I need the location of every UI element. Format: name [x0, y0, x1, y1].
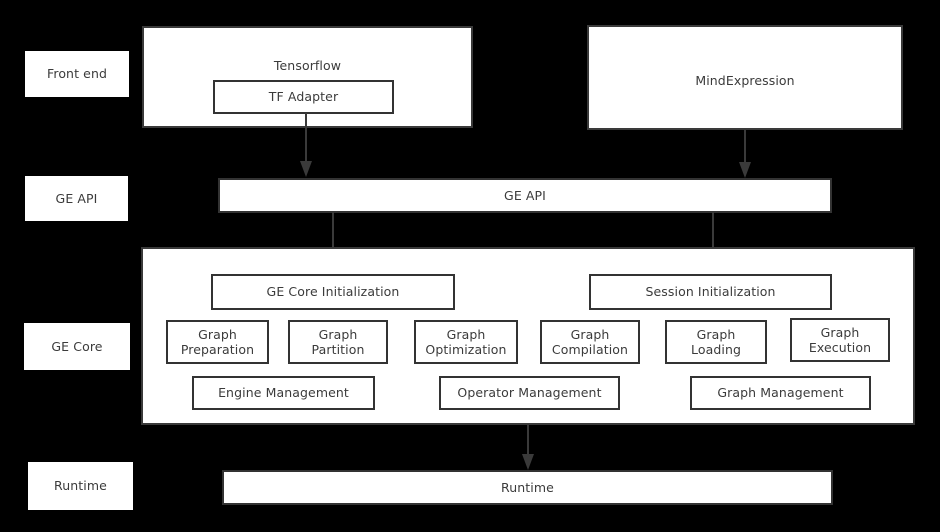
graph-management-label: Graph Management	[717, 385, 844, 401]
ge-api-bar[interactable]: GE API	[218, 178, 832, 213]
layer-label-runtime-text: Runtime	[54, 478, 107, 494]
layer-label-front-end-text: Front end	[46, 66, 108, 82]
graph-optimization-box[interactable]: Graph Optimization	[414, 320, 518, 364]
graph-partition-label-line1: Graph	[318, 326, 358, 342]
mindexpression-title: MindExpression	[695, 73, 795, 88]
layer-label-ge-core-text: GE Core	[51, 338, 103, 354]
graph-compilation-label-line2: Compilation	[551, 342, 629, 357]
arrow-tf-adapter-to-ge-api	[298, 113, 314, 179]
ge-api-bar-label: GE API	[504, 187, 546, 203]
arrow-ge-core-to-runtime	[520, 425, 536, 472]
graph-management-box[interactable]: Graph Management	[690, 376, 871, 410]
graph-optimization-label-line1: Graph	[446, 326, 486, 342]
graph-preparation-label-line1: Graph	[198, 326, 237, 342]
operator-management-box[interactable]: Operator Management	[439, 376, 620, 410]
runtime-bar-label: Runtime	[501, 479, 554, 495]
ge-core-initialization-label: GE Core Initialization	[266, 284, 400, 300]
layer-label-ge-api: GE API	[25, 176, 128, 221]
layer-label-front-end: Front end	[25, 51, 129, 97]
mindexpression-container[interactable]: MindExpression	[587, 25, 903, 130]
graph-preparation-label-line2: Preparation	[180, 342, 255, 357]
session-initialization-box[interactable]: Session Initialization	[589, 274, 832, 310]
arrow-mindexpression-to-ge-api	[737, 130, 753, 180]
engine-management-label: Engine Management	[218, 385, 349, 401]
tf-adapter-label: TF Adapter	[268, 89, 339, 105]
graph-execution-label-line1: Graph	[820, 324, 860, 340]
layer-label-ge-core: GE Core	[24, 323, 130, 370]
graph-execution-label-line2: Execution	[808, 340, 872, 355]
graph-loading-label-line2: Loading	[690, 342, 742, 357]
session-initialization-label: Session Initialization	[645, 284, 776, 300]
ge-core-initialization-box[interactable]: GE Core Initialization	[211, 274, 455, 310]
graph-loading-label-line1: Graph	[696, 326, 736, 342]
engine-management-box[interactable]: Engine Management	[192, 376, 375, 410]
graph-compilation-box[interactable]: Graph Compilation	[540, 320, 640, 364]
layer-label-ge-api-text: GE API	[55, 190, 98, 206]
graph-partition-box[interactable]: Graph Partition	[288, 320, 388, 364]
graph-optimization-label-line2: Optimization	[425, 342, 507, 357]
graph-loading-box[interactable]: Graph Loading	[665, 320, 767, 364]
runtime-bar[interactable]: Runtime	[222, 470, 833, 505]
tensorflow-title: Tensorflow	[273, 58, 342, 73]
tf-adapter-box[interactable]: TF Adapter	[213, 80, 394, 114]
graph-execution-box[interactable]: Graph Execution	[790, 318, 890, 362]
operator-management-label: Operator Management	[457, 385, 602, 401]
layer-label-runtime: Runtime	[28, 462, 133, 510]
graph-preparation-box[interactable]: Graph Preparation	[166, 320, 269, 364]
graph-compilation-label-line1: Graph	[570, 326, 610, 342]
graph-partition-label-line2: Partition	[311, 342, 365, 357]
